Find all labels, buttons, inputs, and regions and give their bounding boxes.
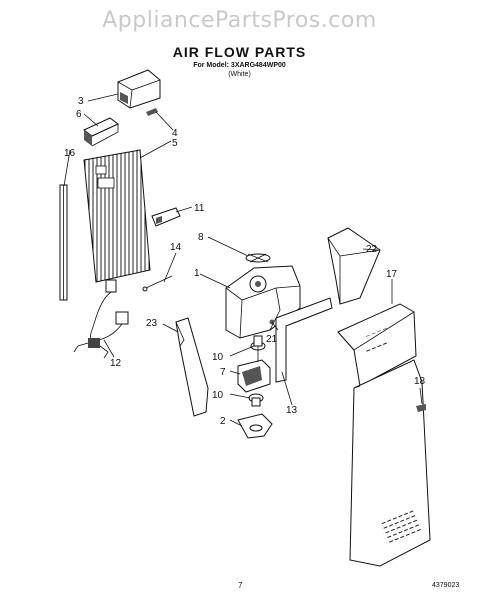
callout-13: 13 (286, 405, 298, 416)
callout-18: 18 (414, 376, 426, 387)
part-clip (151, 207, 181, 227)
document-code: 4379023 (432, 582, 460, 589)
part-collar-lower (248, 393, 264, 407)
callout-21: 21 (266, 334, 278, 345)
part-fan-housing (225, 265, 301, 339)
callout-12: 12 (110, 358, 122, 369)
callout-1: 1 (194, 268, 200, 279)
model-label: For Model: 3XARG484WP00 (193, 62, 286, 69)
page-title: AIR FLOW PARTS (172, 44, 307, 60)
callout-17: 17 (386, 269, 398, 280)
part-fan-blade (245, 253, 271, 263)
leader-lines (63, 93, 423, 427)
part-motor (237, 346, 271, 393)
callout-8: 8 (198, 232, 204, 243)
part-upper-panel (327, 227, 381, 305)
part-rod (59, 184, 68, 301)
callout-4: 4 (172, 128, 178, 139)
color-note: (White) (228, 71, 251, 78)
callout-23: 23 (146, 318, 158, 329)
callout-22: 22 (366, 244, 378, 255)
part-pin (142, 275, 173, 292)
callout-7: 7 (220, 367, 226, 378)
part-grille-panel (83, 149, 151, 283)
part-duct-cover (117, 69, 161, 109)
callout-10-lower: 10 (212, 390, 224, 401)
part-screw (146, 108, 158, 116)
callout-16: 16 (64, 148, 76, 159)
callout-10-upper: 10 (212, 352, 224, 363)
watermark: AppliancePartsPros.com (102, 8, 377, 33)
part-screw-right (416, 404, 426, 412)
callout-14: 14 (170, 242, 182, 253)
part-air-duct (337, 303, 431, 567)
part-bracket (237, 413, 273, 439)
part-wire-harness (73, 279, 129, 359)
part-bar (83, 117, 119, 147)
callout-5: 5 (172, 138, 178, 149)
callout-11: 11 (194, 203, 205, 214)
page-number: 7 (238, 581, 243, 590)
callout-6: 6 (76, 109, 82, 120)
callout-3: 3 (78, 96, 84, 107)
callout-2: 2 (220, 416, 226, 427)
part-side-panel (175, 317, 209, 417)
